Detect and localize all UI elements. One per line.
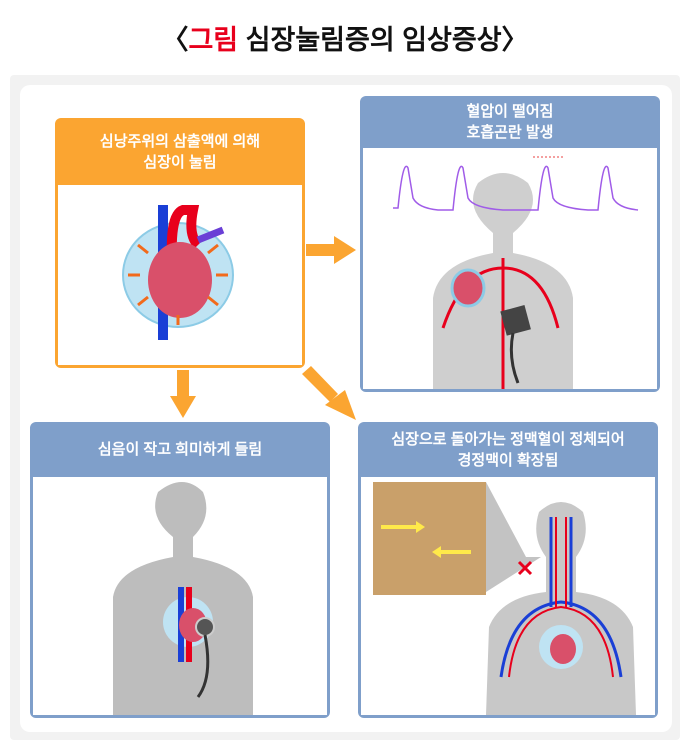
blocked-x-icon — [517, 560, 533, 576]
panel-heart-sound: 심음이 작고 희미하게 들림 — [30, 422, 330, 718]
title-bracket: 〉 — [501, 25, 529, 55]
panel-heading: 심낭주위의 삼출액에 의해 — [99, 132, 261, 150]
panel-heading: 심장으로 돌아가는 정맥혈이 정체되어 — [391, 430, 625, 448]
auscultation-illustration — [113, 482, 253, 715]
page-title: 〈그림 심장눌림증의 임상증상〉 — [0, 18, 690, 57]
blood-pressure-illustration — [393, 156, 639, 389]
title-bracket: 〈 — [161, 25, 189, 55]
panel-heading: 호흡곤란 발생 — [466, 124, 554, 141]
panel-heading: 혈압이 떨어짐 — [466, 103, 554, 120]
compressed-heart-illustration — [122, 205, 234, 340]
panel-heading: 심음이 작고 희미하게 들림 — [97, 441, 263, 458]
panel-heading: 심장이 눌림 — [143, 153, 217, 171]
title-highlight: 그림 — [188, 25, 239, 55]
jugular-vein-illustration — [373, 482, 636, 715]
panel-heading: 경정맥이 확장됨 — [457, 451, 559, 469]
title-text: 심장눌림증의 임상증상 — [238, 25, 502, 55]
